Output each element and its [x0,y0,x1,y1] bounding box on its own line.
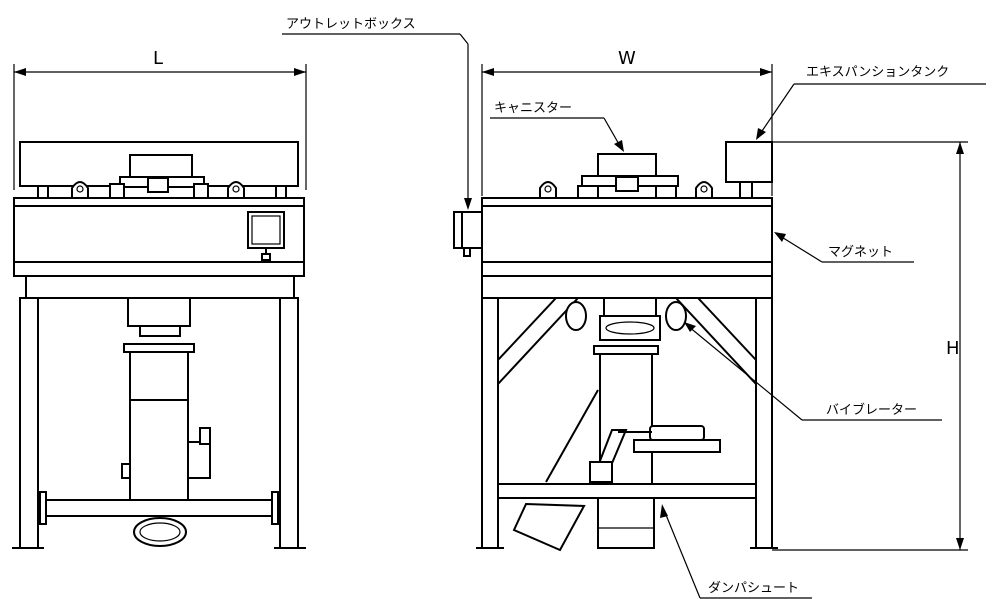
canister-side [597,153,657,177]
magnet-housing-side [481,197,773,263]
lower-beam-front [39,499,279,517]
vibrator-left [565,301,587,331]
label-vibrator: バイブレーター [826,402,917,418]
outlet-box-side [453,211,483,249]
vibrator-right [665,301,687,331]
leg-front-left [19,297,39,549]
dimension-length-label: L [153,48,163,69]
canister-front [129,154,193,178]
callout-expansion-tank: エキスパンションタンク [756,65,986,140]
dimension-height: H [772,141,968,551]
dimension-width-label: W [618,48,636,69]
callout-magnet: マグネット [774,232,914,263]
brace-left [497,297,581,387]
callout-outlet-box: アウトレットボックス [282,17,472,210]
callout-damper-chute: ダンパシュート [660,504,812,599]
label-damper-chute: ダンパシュート [708,581,799,596]
callout-canister: キャニスター [490,101,624,152]
label-expansion-tank: エキスパンションタンク [806,65,949,80]
damper-chute-vertical [597,497,655,549]
outlet-box-front [247,211,285,249]
chute-tube-front [129,351,189,505]
expansion-tank [725,141,773,183]
dimension-length: L [13,48,307,190]
leg-side-right [755,297,773,549]
label-canister: キャニスター [494,101,572,116]
leg-front-right [279,297,299,549]
callout-vibrator: バイブレーター [684,322,942,421]
front-view: L [12,48,307,549]
side-view: W H [453,48,968,552]
dimension-width: W [481,48,773,196]
damper-chute-angled [512,502,586,552]
brace-right [673,297,757,387]
dimension-height-label: H [946,338,960,359]
label-outlet-box: アウトレットボックス [286,17,416,32]
leg-side-left [481,297,499,549]
label-magnet: マグネット [828,245,893,260]
lower-beam-side [497,483,757,499]
